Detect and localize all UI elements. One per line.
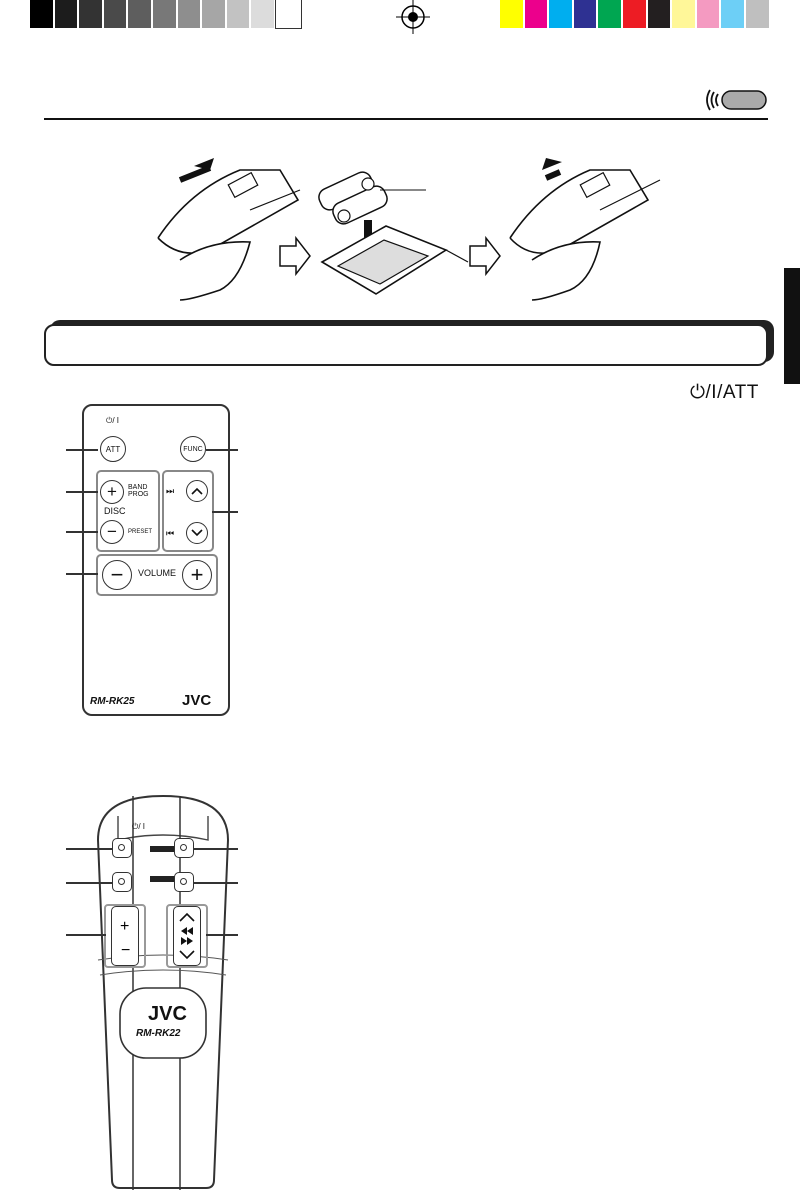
callout-line (66, 531, 98, 533)
language-tab (784, 268, 800, 384)
color-calibration-bar (500, 0, 771, 28)
color-swatch (152, 0, 178, 28)
color-swatch (622, 0, 648, 28)
remote-control-rm-rk25: ⏻/ I ATT FUNC + BAND PROG DISC − PRESET … (82, 404, 230, 716)
color-swatch (745, 0, 771, 28)
callout-line (212, 511, 238, 513)
disc-label: DISC (104, 506, 126, 516)
color-swatch (177, 0, 203, 28)
volume-rocker[interactable]: +− (111, 906, 139, 966)
volume-plus-minus-icon: +− (120, 918, 130, 959)
gray-calibration-bar (30, 0, 302, 29)
brand-logo: JVC (182, 692, 212, 709)
volume-group (96, 554, 218, 596)
color-swatch (30, 0, 55, 28)
svg-text:−: − (121, 942, 130, 959)
color-swatch (598, 0, 623, 28)
track-rocker[interactable] (173, 906, 201, 966)
prev-track-icon: ⏮ (166, 528, 175, 538)
callout-line (66, 848, 112, 850)
model-name: RM-RK25 (90, 696, 135, 707)
registration-mark-icon (396, 0, 430, 34)
color-swatch (524, 0, 550, 28)
down-button[interactable] (186, 522, 208, 544)
chevron-up-icon (191, 487, 203, 495)
slide-cover-closed-illustration (509, 158, 661, 301)
color-swatch (672, 0, 697, 28)
battery-installation-illustration (157, 158, 661, 301)
color-swatch (274, 0, 302, 29)
prog-label: PROG (128, 491, 149, 498)
color-swatch (721, 0, 746, 28)
callout-line (66, 491, 98, 493)
att-button[interactable]: ATT (100, 436, 126, 462)
remote2-power-label: ⏻/ I (132, 822, 145, 831)
color-swatch (79, 0, 104, 28)
insert-batteries-illustration (318, 171, 469, 295)
volume-rocker-group (104, 904, 146, 968)
color-swatch (500, 0, 525, 28)
slide-cover-open-illustration (157, 158, 301, 301)
preset-label: PRESET (128, 529, 153, 535)
color-swatch (226, 0, 252, 28)
preset-button[interactable]: − (100, 520, 124, 544)
callout-line (206, 934, 238, 936)
remote-sensor-icon (706, 89, 767, 111)
volume-label: VOLUME (138, 568, 177, 578)
color-swatch (202, 0, 227, 28)
att-button-heading: ⏻/I/ATT (690, 382, 759, 403)
preset-button-2[interactable] (174, 872, 194, 892)
up-button[interactable] (186, 480, 208, 502)
power-label: ⏻/ I (106, 416, 119, 425)
track-skip-icon (179, 912, 195, 960)
band-label: BAND (128, 484, 148, 491)
color-swatch (696, 0, 722, 28)
callout-line (194, 848, 238, 850)
func-button[interactable]: FUNC (180, 436, 206, 462)
header-rule (44, 118, 768, 120)
func-button-2[interactable] (174, 838, 194, 858)
color-swatch (573, 0, 599, 28)
callout-line (66, 573, 98, 575)
remote2-brand-logo: JVC (148, 1003, 187, 1025)
color-swatch (103, 0, 129, 28)
color-swatch (128, 0, 153, 28)
remote2-model-name: RM-RK22 (136, 1028, 181, 1039)
band-prog-button[interactable]: + (100, 480, 124, 504)
disc-button[interactable] (112, 872, 132, 892)
power-att-button[interactable] (112, 838, 132, 858)
track-rocker-group (166, 904, 208, 968)
chevron-down-icon (191, 529, 203, 537)
svg-text:+: + (120, 918, 129, 935)
callout-line (66, 934, 106, 936)
remote-control-rm-rk22 (96, 794, 230, 1190)
band-preset-group (96, 470, 160, 552)
callout-line (206, 449, 238, 451)
color-swatch (251, 0, 276, 28)
volume-down-button[interactable]: − (102, 560, 132, 590)
callout-line (194, 882, 238, 884)
color-swatch (54, 0, 80, 28)
next-track-icon: ⏭ (166, 486, 175, 496)
callout-line (66, 882, 112, 884)
color-swatch (647, 0, 673, 28)
callout-line (66, 449, 98, 451)
color-swatch (549, 0, 574, 28)
section-title-bar (44, 324, 768, 366)
volume-up-button[interactable]: + (182, 560, 212, 590)
